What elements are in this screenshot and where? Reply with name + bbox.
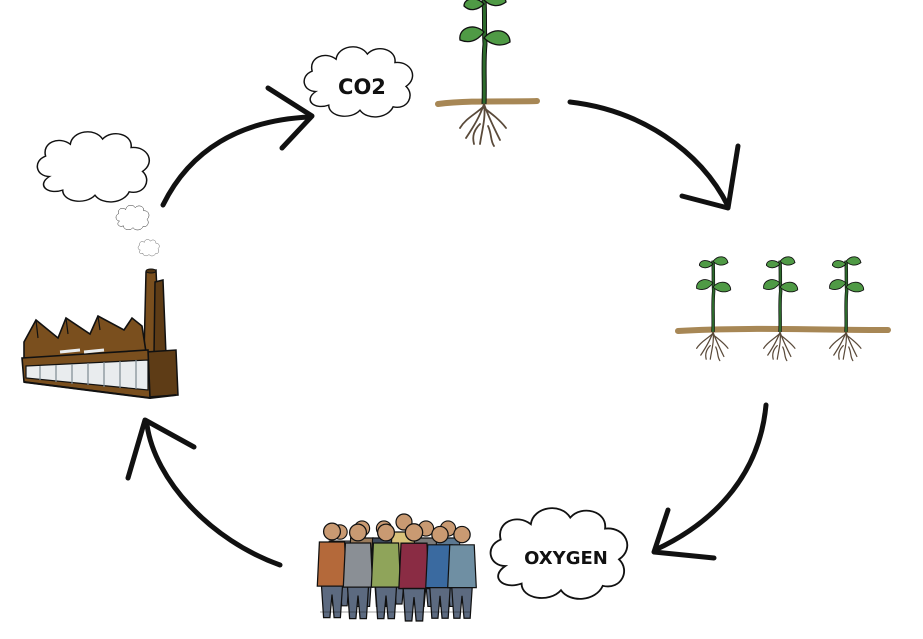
co2-cloud-icon: CO2 bbox=[303, 46, 414, 118]
cycle-arrow-icon bbox=[651, 402, 769, 561]
co2-label: CO2 bbox=[338, 75, 386, 99]
factory-icon bbox=[21, 268, 179, 400]
people-crowd-icon bbox=[316, 513, 477, 622]
cycle-arrow-icon bbox=[125, 417, 283, 568]
cycle-arrows bbox=[125, 85, 769, 568]
plants-row-icon bbox=[675, 255, 891, 363]
cycle-arrow-icon bbox=[567, 99, 741, 211]
oxygen-cloud-icon: OXYGEN bbox=[489, 507, 629, 600]
cycle-arrow-icon bbox=[160, 85, 315, 208]
smoke-cloud-icon bbox=[36, 131, 160, 257]
seedling-icon bbox=[435, 0, 540, 146]
oxygen-label: OXYGEN bbox=[524, 548, 608, 569]
